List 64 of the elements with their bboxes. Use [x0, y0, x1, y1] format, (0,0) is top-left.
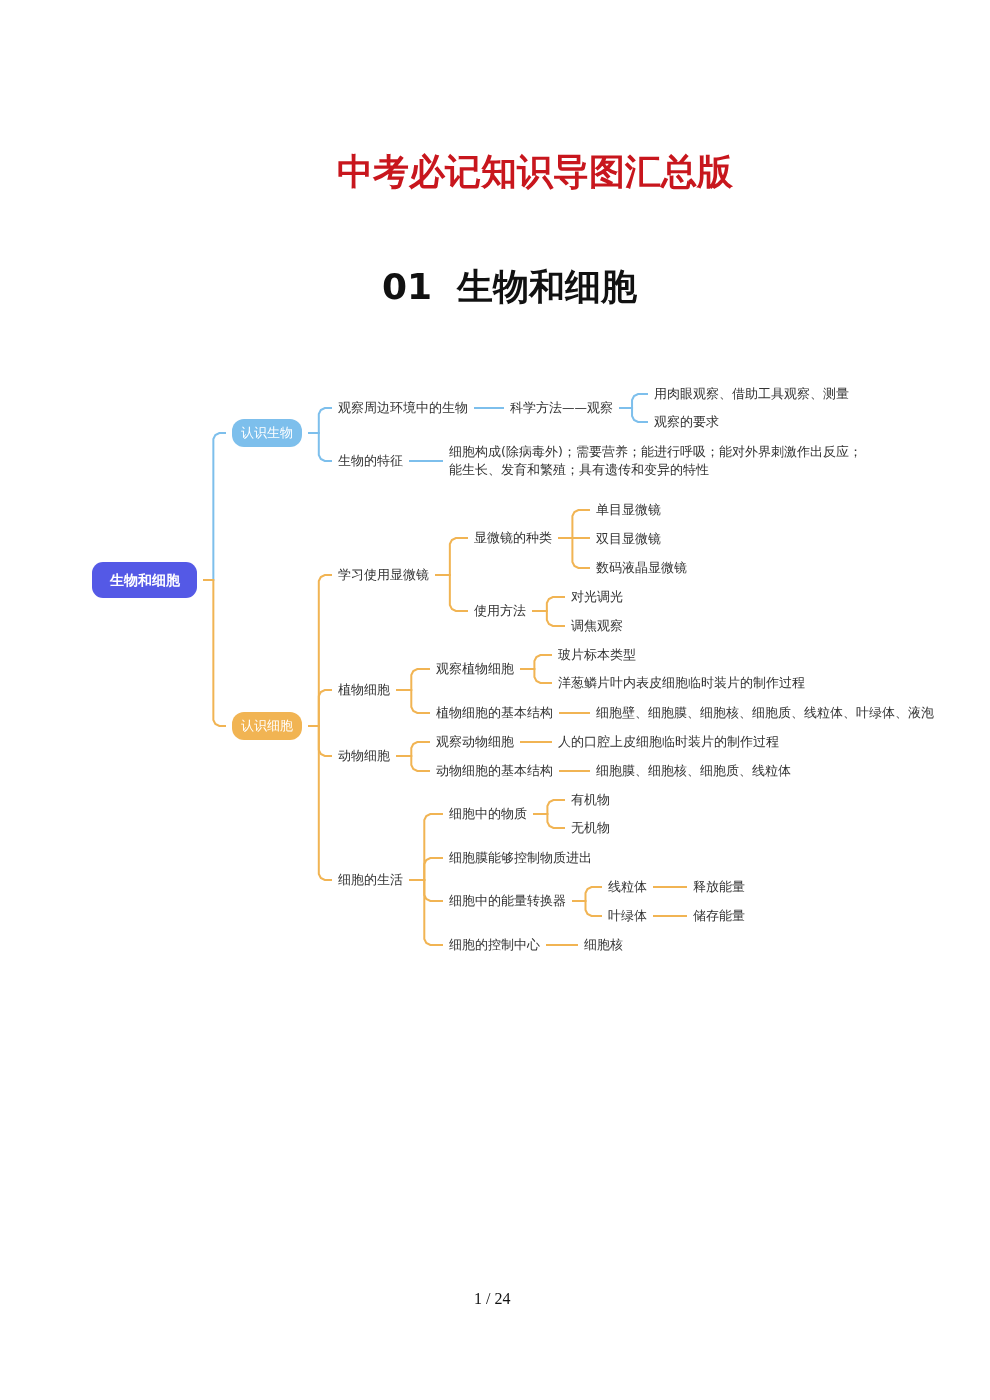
topic-text: 生物的特征: [338, 452, 403, 470]
topic-text: 观察的要求: [654, 413, 719, 431]
topic-text: 植物细胞: [338, 681, 390, 699]
branch-topic-box: 认识生物: [232, 419, 302, 447]
connector-line: [618, 407, 649, 423]
topic-text: 动物细胞的基本结构: [436, 762, 553, 780]
topic-text: 线粒体: [608, 878, 647, 896]
connector-line: [395, 755, 431, 772]
topic-text: 细胞膜、细胞核、细胞质、线粒体: [596, 762, 791, 780]
topic-text: 洋葱鳞片叶内表皮细胞临时装片的制作过程: [558, 674, 805, 692]
topic-text: 用肉眼观察、借助工具观察、测量: [654, 385, 849, 403]
topic-text: 玻片标本类型: [558, 646, 636, 664]
topic-text: 对光调光: [571, 588, 623, 606]
topic-text: 细胞的生活: [338, 871, 403, 889]
topic-text: 细胞膜能够控制物质进出: [449, 849, 592, 867]
connector-line: [519, 741, 553, 743]
topic-text: 细胞中的物质: [449, 805, 527, 823]
topic-text: 显微镜的种类: [474, 529, 552, 547]
topic-text: 细胞的控制中心: [449, 936, 540, 954]
connector-line: [395, 689, 431, 714]
connector-line: [558, 712, 591, 714]
connector-line: [532, 813, 566, 829]
topic-text: 观察植物细胞: [436, 660, 514, 678]
connector-line: [202, 579, 227, 727]
topic-text: 细胞构成(除病毒外)；需要营养；能进行呼吸；能对外界刺激作出反应；能生长、发育和繁殖；具有遗传和变异的特性: [449, 443, 874, 479]
page-number: 1 / 24: [474, 1290, 511, 1308]
connector-line: [519, 668, 553, 684]
topic-text: 储存能量: [693, 907, 745, 925]
topic-text: 叶绿体: [608, 907, 647, 925]
topic-text: 单目显微镜: [596, 501, 661, 519]
page-title: 中考必记知识导图汇总版: [336, 150, 734, 194]
connector-line: [434, 574, 469, 612]
topic-text: 无机物: [571, 819, 610, 837]
branch-topic-box: 认识细胞: [232, 712, 302, 740]
connector-line: [307, 432, 333, 462]
connector-line: [571, 900, 603, 917]
connector-line: [531, 610, 566, 627]
topic-text: 细胞壁、细胞膜、细胞核、细胞质、线粒体、叶绿体、液泡: [596, 704, 934, 722]
topic-text: 观察动物细胞: [436, 733, 514, 751]
topic-text: 使用方法: [474, 602, 526, 620]
connector-line: [558, 770, 591, 772]
topic-text: 有机物: [571, 791, 610, 809]
topic-text: 植物细胞的基本结构: [436, 704, 553, 722]
connector-line: [307, 725, 333, 881]
topic-text: 科学方法——观察: [510, 399, 613, 417]
topic-text: 人的口腔上皮细胞临时装片的制作过程: [558, 733, 779, 751]
topic-text: 细胞中的能量转换器: [449, 892, 566, 910]
topic-text: 释放能量: [693, 878, 745, 896]
root-topic-box: 生物和细胞: [92, 562, 197, 598]
connector-line: [473, 407, 505, 409]
topic-text: 调焦观察: [571, 617, 623, 635]
topic-text: 观察周边环境中的生物: [338, 399, 468, 417]
connector-line: [652, 915, 688, 917]
topic-text: 双目显微镜: [596, 530, 661, 548]
connector-line: [652, 886, 688, 888]
connector-line: [557, 537, 591, 569]
section-heading: 01 生物和细胞: [382, 265, 638, 309]
topic-text: 动物细胞: [338, 747, 390, 765]
topic-text: 数码液晶显微镜: [596, 559, 687, 577]
topic-text: 细胞核: [584, 936, 623, 954]
connector-line: [545, 944, 579, 946]
connector-line: [408, 460, 444, 462]
connector-line: [408, 879, 444, 946]
topic-text: 学习使用显微镜: [338, 566, 429, 584]
